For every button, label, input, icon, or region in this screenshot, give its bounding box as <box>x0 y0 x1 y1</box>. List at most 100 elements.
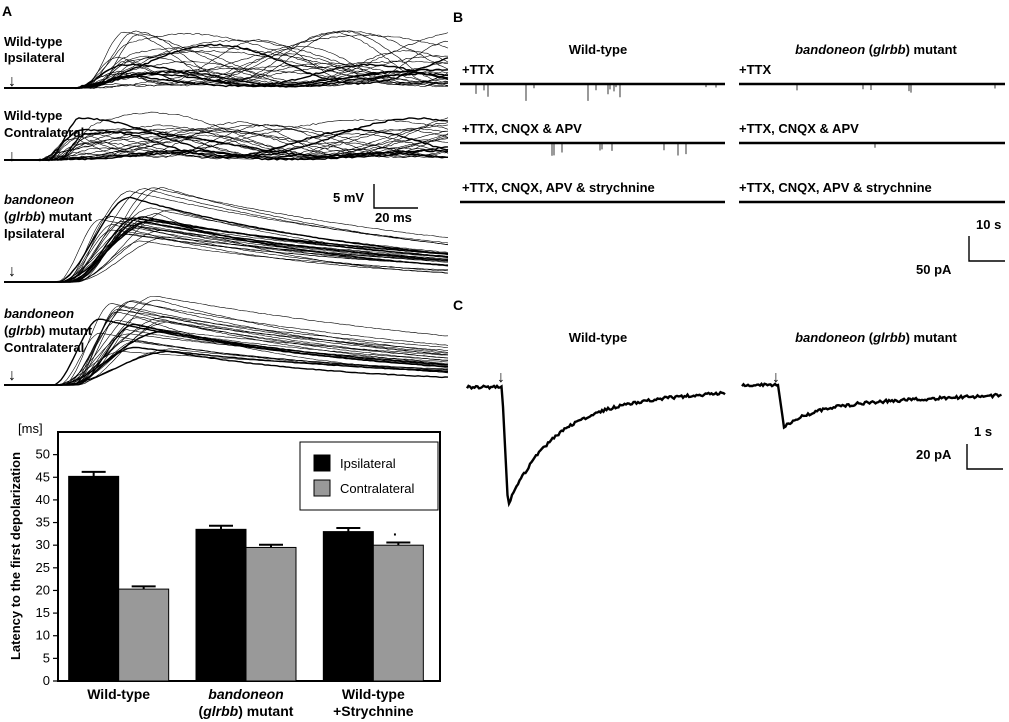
scalebar-b-current-label: 50 pA <box>916 262 952 277</box>
legend-swatch-contralateral <box>313 479 331 497</box>
trace-group-wildtype-contralateral <box>4 111 449 162</box>
trace3-label-line1: bandoneon <box>4 192 74 207</box>
bar-ipsilateral <box>322 531 374 682</box>
trace-group-mutant-contralateral <box>4 296 449 387</box>
voltage-trace <box>4 350 449 386</box>
legend-swatch-ipsilateral <box>313 454 331 472</box>
bars <box>68 470 424 682</box>
scalebar-a: 5 mV 20 ms <box>333 184 418 225</box>
legend-label-contralateral: Contralateral <box>340 481 415 496</box>
voltage-trace <box>4 308 449 386</box>
voltage-trace <box>4 128 449 161</box>
voltage-trace <box>4 132 449 161</box>
trace1-label-line1: Wild-type <box>4 34 62 49</box>
panel-b-cond3-left: +TTX, CNQX, APV & strychnine <box>462 180 655 195</box>
voltage-trace <box>4 31 449 89</box>
voltage-trace <box>4 233 449 283</box>
y-tick-label: 5 <box>43 650 50 665</box>
scalebar-b-time-label: 10 s <box>976 217 1001 232</box>
x-axis-labels: Wild-type bandoneon(glrbb) mutant Wild-typ… <box>87 686 414 719</box>
voltage-trace <box>4 71 449 90</box>
stim-arrow-icon: ↓ <box>8 367 16 384</box>
voltage-trace <box>4 147 449 161</box>
stim-arrow-icon: ↓ <box>772 369 780 386</box>
voltage-trace <box>4 128 449 162</box>
voltage-trace <box>4 303 448 386</box>
voltage-trace <box>4 124 449 161</box>
bar-contralateral <box>118 588 170 682</box>
trace4-label-line1: bandoneon <box>4 306 74 321</box>
panel-c-col2-title: bandoneon (glrbb) mutant <box>795 330 957 345</box>
trace-group-mutant-ipsilateral <box>4 187 449 283</box>
voltage-trace <box>4 128 449 162</box>
bar-ipsilateral <box>68 475 120 682</box>
panel-letter-b: B <box>453 9 463 25</box>
bar-contralateral <box>372 544 424 682</box>
y-tick-label: 15 <box>36 605 50 620</box>
bar-annotation: · <box>393 526 398 542</box>
x-category-label-line2: +Strychnine <box>333 703 414 719</box>
x-category-label: Wild-type <box>342 686 405 702</box>
voltage-trace <box>4 224 448 283</box>
y-tick-label: 20 <box>36 582 50 597</box>
trace3-label-line3: Ipsilateral <box>4 226 65 241</box>
voltage-trace <box>4 327 449 386</box>
panel-b-current-traces <box>460 82 1005 204</box>
scalebar-c: 1 s 20 pA <box>916 424 1003 470</box>
stim-arrow-icon: ↓ <box>8 148 16 165</box>
x-category-label: bandoneon <box>208 686 283 702</box>
scalebar-c-current-label: 20 pA <box>916 447 952 462</box>
scalebar-a-time-label: 20 ms <box>375 210 412 225</box>
voltage-trace <box>4 213 448 283</box>
panel-c-evoked-current-traces <box>465 382 1002 508</box>
voltage-trace <box>4 333 449 386</box>
voltage-trace <box>4 207 449 283</box>
y-tick-label: 25 <box>36 560 50 575</box>
x-category-label-line2: (glrbb) mutant <box>199 703 294 719</box>
voltage-trace <box>4 321 449 386</box>
voltage-trace <box>4 127 449 161</box>
panel-b-cond3-right: +TTX, CNQX, APV & strychnine <box>739 180 932 195</box>
stim-arrow-icon: ↓ <box>8 73 16 90</box>
bar-ipsilateral <box>195 528 247 682</box>
voltage-trace <box>4 190 449 283</box>
panel-b-cond1-right: +TTX <box>739 62 771 77</box>
evoked-current-trace <box>465 384 726 508</box>
voltage-trace <box>4 215 449 283</box>
voltage-trace <box>4 240 449 283</box>
voltage-trace <box>4 127 449 161</box>
y-tick-label: 50 <box>36 447 50 462</box>
trace2-label-line1: Wild-type <box>4 108 62 123</box>
voltage-trace <box>4 218 449 283</box>
stim-arrow-icon: ↓ <box>497 369 505 386</box>
voltage-trace <box>4 32 449 89</box>
panel-b-col2-title: bandoneon (glrbb) mutant <box>795 42 957 57</box>
voltage-trace <box>4 121 449 161</box>
y-tick-label: 40 <box>36 492 50 507</box>
panel-b-cond2-right: +TTX, CNQX & APV <box>739 121 859 136</box>
legend-box <box>299 441 439 511</box>
y-tick-label: 10 <box>36 628 50 643</box>
voltage-trace <box>4 229 449 283</box>
voltage-trace <box>4 331 448 386</box>
y-axis-unit: [ms] <box>18 421 43 436</box>
scalebar-c-time-label: 1 s <box>974 424 992 439</box>
trace-group-wildtype-ipsilateral <box>4 30 449 90</box>
voltage-trace <box>4 130 449 161</box>
legend-label-ipsilateral: Ipsilateral <box>340 456 396 471</box>
trace1-label-line2: Ipsilateral <box>4 50 65 65</box>
y-tick-label: 0 <box>43 673 50 688</box>
voltage-trace <box>4 127 448 161</box>
scalebar-b: 10 s 50 pA <box>916 217 1005 277</box>
x-category-label: Wild-type <box>87 686 150 702</box>
panel-b-cond2-left: +TTX, CNQX & APV <box>462 121 582 136</box>
voltage-trace <box>4 223 449 283</box>
voltage-trace <box>4 317 449 386</box>
panel-b-cond1-left: +TTX <box>462 62 494 77</box>
panel-letter-a: A <box>2 3 12 19</box>
trace3-label-line2: (glrbb) mutant <box>4 209 93 224</box>
evoked-current-trace <box>741 382 1002 430</box>
panel-letter-c: C <box>453 297 463 313</box>
